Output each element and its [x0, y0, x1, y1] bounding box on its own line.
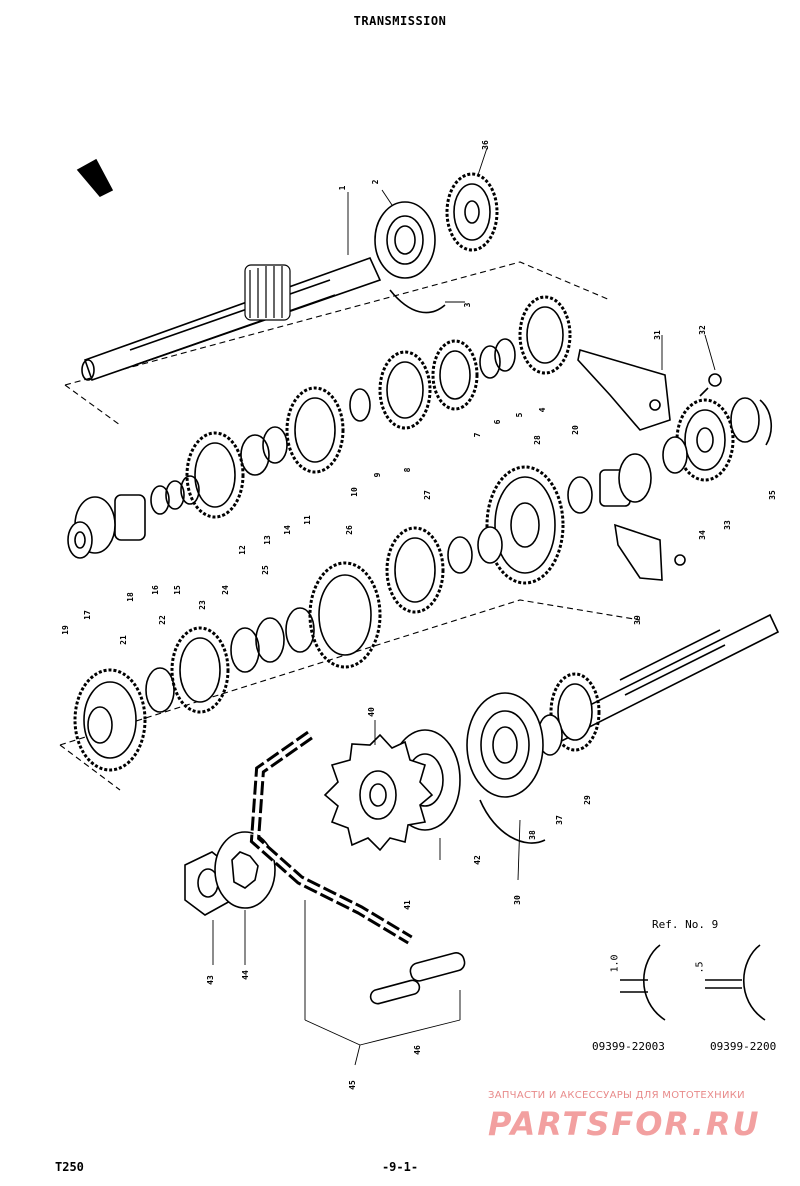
assembly-frame-upper	[64, 261, 611, 426]
bearing-2	[374, 201, 436, 279]
callout-4: 4	[538, 407, 547, 412]
reference-title: Ref. No. 9	[652, 918, 719, 931]
callout-45: 45	[348, 1080, 357, 1090]
model-code: T250	[55, 1160, 84, 1174]
watermark-brand: PARTSFOR.RU	[488, 1105, 761, 1143]
plate-29	[614, 523, 663, 581]
page-number: -9-1-	[381, 1160, 419, 1174]
engine-sprocket-40	[323, 733, 434, 852]
callout-22: 22	[158, 615, 167, 625]
callout-23: 23	[198, 600, 207, 610]
callout-37: 37	[555, 815, 564, 825]
callout-25: 25	[261, 565, 270, 575]
callout-labels: 1234567891011121314151617181920212223242…	[61, 140, 777, 1090]
callout-26: 26	[345, 525, 354, 535]
callout-8: 8	[403, 467, 412, 472]
callout-12: 12	[238, 545, 247, 555]
callout-29: 29	[583, 795, 592, 805]
callout-35: 35	[768, 490, 777, 500]
callout-7: 7	[473, 432, 482, 437]
chain-joint-46	[369, 952, 466, 1005]
callout-34: 34	[698, 530, 707, 540]
callout-6: 6	[493, 419, 502, 424]
washer-34	[662, 436, 688, 474]
callout-36: 36	[481, 140, 490, 150]
callout-10: 10	[350, 487, 359, 497]
stopper-plate-31	[577, 348, 671, 431]
callout-27: 27	[423, 490, 432, 500]
circlip-35	[759, 399, 773, 446]
shim-dim-left: 1.0	[609, 954, 621, 973]
callout-18: 18	[126, 592, 135, 602]
gear-stack-middle	[73, 453, 652, 772]
callout-20: 20	[571, 425, 580, 435]
callout-38: 38	[528, 830, 537, 840]
callout-30: 30	[513, 895, 522, 905]
counter-shaft	[81, 256, 382, 382]
screw-30	[674, 554, 686, 566]
callout-11: 11	[303, 515, 312, 525]
gear-stack-upper	[67, 295, 572, 559]
circlip-3	[389, 289, 446, 314]
screw-32	[699, 373, 722, 397]
lock-washer-44	[214, 831, 276, 909]
shim-detail-right	[705, 944, 766, 1021]
callout-15: 15	[173, 585, 182, 595]
callout-41: 41	[403, 900, 412, 910]
callout-9: 9	[373, 472, 382, 477]
gear-36	[445, 172, 499, 252]
front-arrow-icon	[76, 158, 114, 197]
callout-39: 39	[633, 615, 642, 625]
callout-13: 13	[263, 535, 272, 545]
assembly-frame-lower	[59, 599, 641, 791]
callout-43: 43	[206, 975, 215, 985]
callout-24: 24	[221, 585, 230, 595]
leader-lines	[212, 147, 716, 1066]
callout-17: 17	[83, 610, 92, 620]
gear-29b	[549, 672, 601, 752]
shim-detail-left	[620, 944, 666, 1021]
callout-46: 46	[413, 1045, 422, 1055]
callout-1: 1	[338, 185, 347, 190]
washer-34b	[730, 397, 760, 443]
circlip-39	[479, 799, 546, 844]
callout-14: 14	[283, 525, 292, 535]
callout-28: 28	[533, 435, 542, 445]
drive-chain-45	[249, 730, 413, 945]
shim-dim-right: .5	[694, 961, 706, 974]
callout-31: 31	[653, 330, 662, 340]
bearing-38	[466, 692, 544, 798]
callout-42: 42	[473, 855, 482, 865]
callout-32: 32	[698, 325, 707, 335]
callout-40: 40	[367, 707, 376, 717]
callout-5: 5	[515, 412, 524, 417]
diagram-title: TRANSMISSION	[353, 14, 447, 28]
gear-33	[675, 398, 735, 482]
callout-44: 44	[241, 970, 250, 980]
callout-3: 3	[463, 302, 472, 307]
callout-19: 19	[61, 625, 70, 635]
callout-16: 16	[151, 585, 160, 595]
callout-2: 2	[371, 179, 380, 184]
part-number-right: 09399-2200	[710, 1040, 777, 1053]
callout-21: 21	[119, 635, 128, 645]
watermark-tagline: ЗАПЧАСТИ И АКСЕССУАРЫ ДЛЯ МОТОТЕХНИКИ	[488, 1090, 745, 1101]
callout-33: 33	[723, 520, 732, 530]
part-number-left: 09399-22003	[592, 1040, 665, 1053]
